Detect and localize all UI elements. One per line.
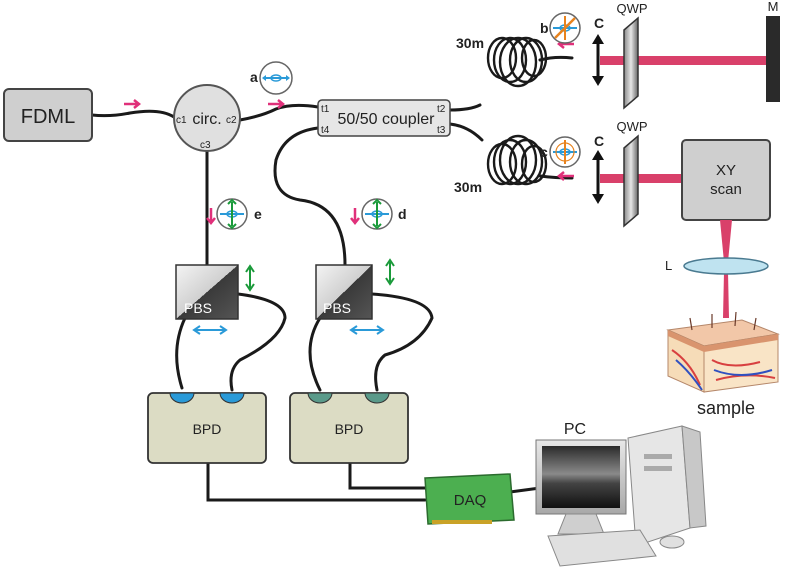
fdml-laser: FDML bbox=[3, 88, 93, 142]
mirror bbox=[766, 16, 780, 102]
polarization-state-c: c bbox=[540, 136, 581, 168]
daq-card: DAQ bbox=[424, 473, 515, 525]
circulator-label: circ. bbox=[192, 111, 221, 128]
coupler-label: 50/50 coupler bbox=[338, 111, 436, 128]
collimator-sample-label: C bbox=[594, 133, 604, 149]
xy-scanner bbox=[681, 139, 771, 221]
fiber-coupler-ref bbox=[448, 103, 482, 112]
port-t4: t4 bbox=[321, 125, 330, 136]
coupler: 50/50 coupler t1 t2 t3 t4 bbox=[317, 99, 451, 137]
sample-beam-horizontal bbox=[600, 174, 682, 183]
pbs-1: PBS bbox=[175, 264, 239, 320]
cable-daq-pc bbox=[508, 486, 542, 494]
port-t2: t2 bbox=[437, 104, 446, 115]
sample-arm: C QWP XY scan L bbox=[556, 119, 771, 318]
fiber-coupler-sample bbox=[448, 122, 484, 142]
pbs-2: PBS bbox=[315, 264, 373, 320]
fiber-fdml-circ bbox=[90, 109, 176, 119]
port-c2: c2 bbox=[226, 115, 237, 126]
cable-bpd1-daq bbox=[206, 460, 427, 502]
fiber-spool-reference bbox=[486, 36, 548, 88]
fiber-pbs1-bpd-a bbox=[175, 316, 187, 390]
port-t1: t1 bbox=[321, 104, 330, 115]
pc: PC bbox=[535, 421, 707, 567]
pbs-2-s-arrow bbox=[385, 258, 395, 286]
bpd-1-label: BPD bbox=[193, 421, 222, 437]
reference-beam bbox=[600, 56, 766, 65]
pbs-1-s-arrow bbox=[245, 264, 255, 292]
pol-label-e: e bbox=[254, 206, 262, 222]
direction-arrow-e bbox=[206, 208, 216, 226]
mirror-label: M bbox=[768, 0, 779, 14]
direction-arrow-1 bbox=[124, 99, 142, 109]
lens-label: L bbox=[665, 258, 672, 273]
direction-arrow-d bbox=[350, 208, 360, 226]
fiber-sample-label: 30m bbox=[454, 179, 482, 195]
pbs-1-label: PBS bbox=[184, 300, 212, 316]
pol-label-d: d bbox=[398, 206, 407, 222]
sample-label: sample bbox=[697, 398, 755, 418]
fiber-circ-coupler bbox=[238, 103, 320, 122]
fiber-ref-label: 30m bbox=[456, 35, 484, 51]
xy-scan-label-1: XY bbox=[716, 162, 736, 179]
pbs-1-p-arrow bbox=[192, 325, 228, 335]
cable-bpd2-daq bbox=[348, 460, 427, 490]
port-t3: t3 bbox=[437, 125, 446, 136]
fiber-spool-sample bbox=[486, 134, 548, 186]
daq-label: DAQ bbox=[454, 492, 487, 509]
fiber-pbs1-bpd-b bbox=[229, 292, 287, 392]
bpd-2: BPD bbox=[289, 392, 409, 464]
skin-sample: sample bbox=[666, 311, 780, 418]
polarization-state-d: d bbox=[361, 198, 407, 230]
port-c3: c3 bbox=[200, 140, 211, 151]
pbs-2-p-arrow bbox=[349, 325, 385, 335]
polarization-state-b: b bbox=[540, 12, 581, 44]
circulator: circ. c1 c2 c3 bbox=[173, 84, 241, 152]
xy-scan-label-2: scan bbox=[710, 181, 742, 198]
pc-label: PC bbox=[564, 421, 586, 438]
fiber-pbs2-bpd-b bbox=[370, 292, 434, 392]
skin-tissue-icon bbox=[666, 311, 780, 393]
direction-arrow-sample bbox=[556, 171, 574, 181]
bpd-1: BPD bbox=[147, 392, 267, 464]
desktop-computer-icon bbox=[535, 425, 707, 567]
reference-arm: C QWP M bbox=[556, 0, 780, 110]
qwp-ref-label: QWP bbox=[616, 1, 647, 16]
collimator-ref-label: C bbox=[594, 15, 604, 31]
qwp-ref bbox=[623, 16, 639, 110]
fiber-coupler-pbs2 bbox=[273, 126, 347, 267]
lens bbox=[683, 257, 769, 275]
direction-arrow-2 bbox=[268, 99, 286, 109]
pol-label-c: c bbox=[540, 144, 548, 160]
pol-label-b: b bbox=[540, 20, 549, 36]
fiber-pbs2-bpd-a bbox=[308, 316, 322, 392]
polarization-state-e: e bbox=[216, 198, 262, 230]
pol-label-a: a bbox=[250, 69, 258, 85]
polarization-state-a: a bbox=[250, 61, 293, 95]
qwp-sample bbox=[623, 134, 639, 228]
qwp-sample-label: QWP bbox=[616, 119, 647, 134]
bpd-2-label: BPD bbox=[335, 421, 364, 437]
port-c1: c1 bbox=[176, 115, 187, 126]
pbs-2-label: PBS bbox=[323, 300, 351, 316]
fdml-label: FDML bbox=[21, 106, 75, 128]
sample-beam-down bbox=[720, 220, 732, 262]
fibers bbox=[90, 55, 574, 502]
